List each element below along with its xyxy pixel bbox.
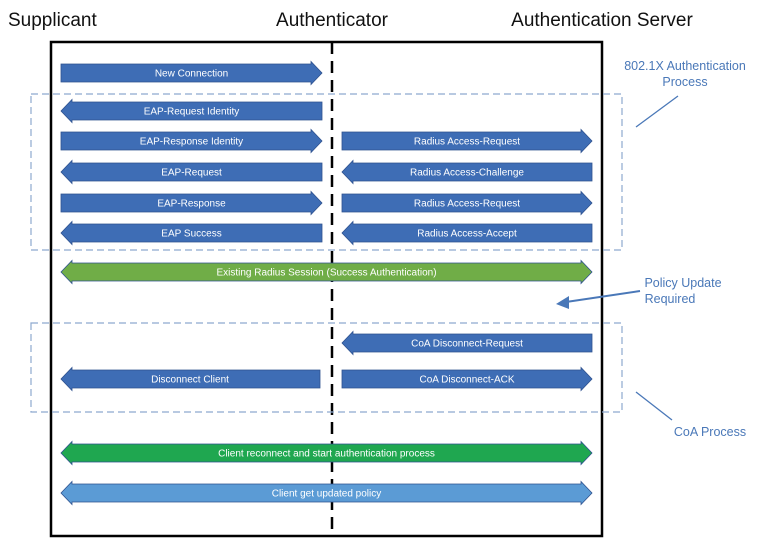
arrow-coa-disconnect-ack <box>341 366 593 392</box>
label-client-reconnect: Client reconnect and start authenticatio… <box>218 449 435 460</box>
arrow-radius-access-request-1 <box>341 128 593 154</box>
message-radius-access-request-2: Radius Access-Request <box>341 190 593 216</box>
label-eap-request: EAP-Request <box>161 168 222 179</box>
label-radius-access-challenge: Radius Access-Challenge <box>410 168 524 179</box>
arrow-eap-request-identity <box>60 98 323 124</box>
arrow-eap-response <box>60 190 323 216</box>
label-radius-access-request-1: Radius Access-Request <box>414 137 520 148</box>
arrow-coa-disconnect-request <box>341 330 593 356</box>
message-eap-request-identity: EAP-Request Identity <box>60 98 323 124</box>
message-existing-radius-session: Existing Radius Session (Success Authent… <box>60 259 593 285</box>
message-radius-access-request-1: Radius Access-Request <box>341 128 593 154</box>
coa-process-box <box>30 322 623 413</box>
header-authentication-server: Authentication Server <box>511 10 693 31</box>
label-radius-access-accept: Radius Access-Accept <box>417 229 517 240</box>
message-client-reconnect: Client reconnect and start authenticatio… <box>60 440 593 466</box>
note-policy-update-line1: Policy Update <box>644 276 721 290</box>
note-policy-update-line2: Required <box>645 292 696 306</box>
note-coa-process: CoA Process <box>674 425 746 439</box>
message-radius-access-accept: Radius Access-Accept <box>341 220 593 246</box>
arrow-new-connection <box>60 60 323 86</box>
message-new-connection: New Connection <box>60 60 323 86</box>
message-eap-request: EAP-Request <box>60 159 323 185</box>
note-auth-process-line1: 802.1X Authentication <box>624 59 746 73</box>
note-coa-process-connector <box>635 391 673 421</box>
label-eap-response-identity: EAP-Response Identity <box>140 137 243 148</box>
arrow-radius-access-request-2 <box>341 190 593 216</box>
arrow-existing-radius-session <box>60 259 593 285</box>
label-eap-request-identity: EAP-Request Identity <box>144 107 240 118</box>
message-eap-response: EAP-Response <box>60 190 323 216</box>
message-disconnect-client: Disconnect Client <box>60 366 321 392</box>
arrow-radius-access-accept <box>341 220 593 246</box>
header-supplicant: Supplicant <box>8 10 97 31</box>
label-eap-response: EAP-Response <box>157 199 226 210</box>
arrow-eap-response-identity <box>60 128 323 154</box>
message-client-updated-policy: Client get updated policy <box>60 480 593 506</box>
label-client-updated-policy: Client get updated policy <box>272 489 382 500</box>
message-eap-success: EAP Success <box>60 220 323 246</box>
message-eap-response-identity: EAP-Response Identity <box>60 128 323 154</box>
label-coa-disconnect-ack: CoA Disconnect-ACK <box>419 375 514 386</box>
arrow-client-reconnect <box>60 440 593 466</box>
arrow-client-updated-policy <box>60 480 593 506</box>
arrow-radius-access-challenge <box>341 159 593 185</box>
label-coa-disconnect-request: CoA Disconnect-Request <box>411 339 523 350</box>
label-existing-radius-session: Existing Radius Session (Success Authent… <box>216 268 436 279</box>
label-eap-success: EAP Success <box>161 229 221 240</box>
arrow-eap-request <box>60 159 323 185</box>
arrow-disconnect-client <box>60 366 321 392</box>
label-new-connection: New Connection <box>155 69 228 80</box>
label-radius-access-request-2: Radius Access-Request <box>414 199 520 210</box>
note-policy-update-pointer <box>565 290 641 303</box>
note-auth-process-connector <box>635 95 679 128</box>
note-policy-update-pointer-head <box>556 296 569 309</box>
message-coa-disconnect-ack: CoA Disconnect-ACK <box>341 366 593 392</box>
header-authenticator: Authenticator <box>276 10 389 31</box>
message-coa-disconnect-request: CoA Disconnect-Request <box>341 330 593 356</box>
label-disconnect-client: Disconnect Client <box>151 375 229 386</box>
note-auth-process-line2: Process <box>662 75 707 89</box>
diagram-frame <box>49 40 604 538</box>
arrow-eap-success <box>60 220 323 246</box>
message-radius-access-challenge: Radius Access-Challenge <box>341 159 593 185</box>
